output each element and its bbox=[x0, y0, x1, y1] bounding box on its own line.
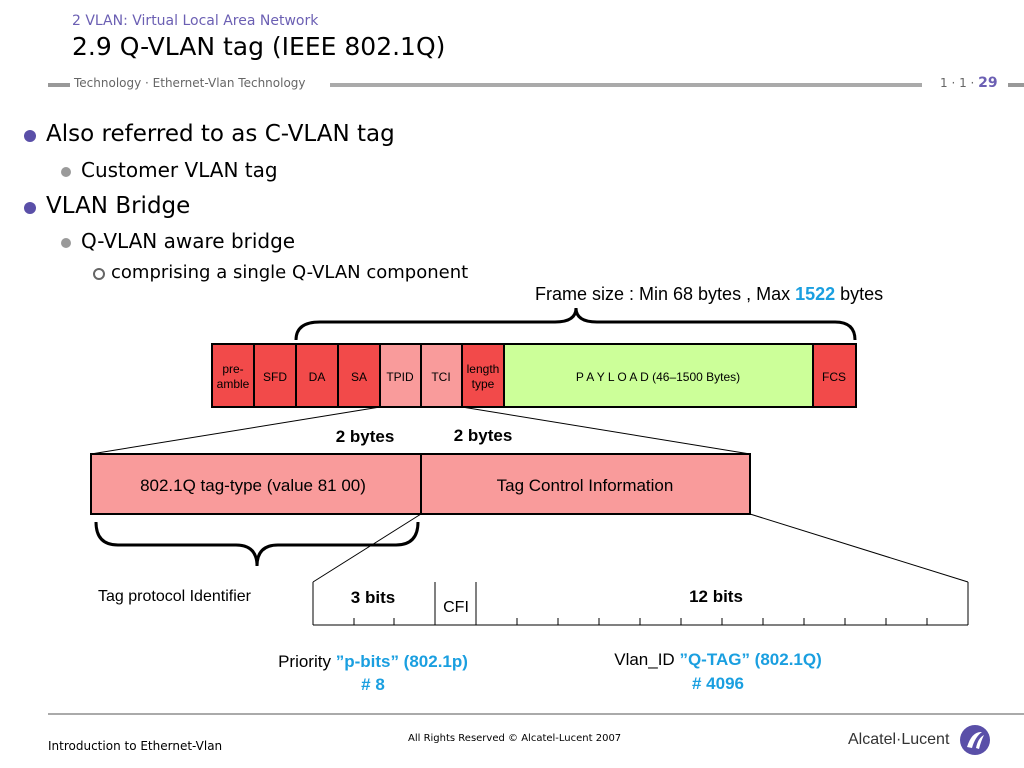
tpi-label: Tag protocol Identifier bbox=[98, 588, 252, 605]
zoom-line-left bbox=[90, 406, 381, 455]
page-number-value: 29 bbox=[978, 75, 998, 91]
length-type-label-1: length bbox=[467, 362, 500, 376]
page-title: 2.9 Q-VLAN tag (IEEE 802.1Q) bbox=[72, 32, 446, 61]
tci-zoom-line-right bbox=[749, 513, 969, 583]
page-number: 1 · 1 · 29 bbox=[940, 75, 998, 91]
footer-copyright: All Rights Reserved © Alcatel-Lucent 200… bbox=[408, 733, 622, 744]
cfi-label: CFI bbox=[443, 599, 469, 616]
bullet-1: Also referred to as C-VLAN tag bbox=[46, 121, 395, 147]
vlan-bits-label: 12 bits bbox=[689, 587, 743, 606]
bullet-2: VLAN Bridge bbox=[46, 193, 191, 219]
breadcrumb: Technology · Ethernet-Vlan Technology bbox=[74, 76, 306, 90]
vlan-count: # 4096 bbox=[692, 674, 744, 693]
priority-bits-label: 3 bits bbox=[351, 588, 395, 607]
footer-rule bbox=[48, 713, 1024, 715]
bytes-label-left: 2 bytes bbox=[336, 427, 395, 446]
sfd-label: SFD bbox=[263, 370, 287, 384]
vlan-prefix: Vlan_ID bbox=[614, 650, 679, 669]
tci-label: TCI bbox=[431, 370, 450, 384]
header-rule-left bbox=[48, 83, 70, 87]
section-title: 2 VLAN: Virtual Local Area Network bbox=[72, 13, 319, 29]
header-rule-right bbox=[1008, 83, 1024, 87]
priority-caption: Priority ”p-bits” (802.1p) bbox=[278, 652, 468, 671]
fcs-label: FCS bbox=[822, 370, 846, 384]
field-fcs bbox=[812, 343, 857, 408]
tag-type-box bbox=[90, 453, 422, 515]
zoom-line-right bbox=[461, 406, 751, 455]
bytes-label-right: 2 bytes bbox=[454, 426, 513, 445]
da-label: DA bbox=[309, 370, 326, 384]
length-type-label-2: type bbox=[472, 377, 495, 391]
frame-size-caption: Frame size : Min 68 bytes , Max 1522 byt… bbox=[535, 284, 883, 304]
bullet-dot bbox=[61, 238, 71, 248]
frame-size-max: 1522 bbox=[795, 284, 835, 304]
company-logo-text: Alcatel·Lucent bbox=[848, 731, 950, 748]
sa-label: SA bbox=[351, 370, 367, 384]
bullet-1-1: Customer VLAN tag bbox=[81, 158, 278, 182]
tci-bit-ruler bbox=[312, 582, 969, 626]
tci-box-label: Tag Control Information bbox=[497, 476, 674, 495]
payload-label: P A Y L O A D (46–1500 Bytes) bbox=[576, 370, 740, 384]
tci-box bbox=[420, 453, 751, 515]
field-sfd bbox=[253, 343, 297, 408]
bullet-2-1-1: comprising a single Q-VLAN component bbox=[111, 262, 469, 283]
frame-brace bbox=[294, 307, 857, 341]
tpid-label: TPID bbox=[386, 370, 414, 384]
priority-name: ”p-bits” (802.1p) bbox=[336, 652, 468, 671]
header-rule bbox=[330, 83, 922, 87]
tpi-brace bbox=[94, 521, 420, 567]
frame-size-prefix: Frame size : Min 68 bytes , Max bbox=[535, 284, 795, 304]
page-prefix: 1 · 1 · bbox=[940, 76, 979, 90]
footer-course-title: Introduction to Ethernet-Vlan bbox=[48, 739, 223, 753]
field-da bbox=[295, 343, 339, 408]
frame-size-suffix: bytes bbox=[835, 284, 883, 304]
tci-zoom-line-left bbox=[312, 513, 422, 583]
field-sa bbox=[337, 343, 381, 408]
field-length-type bbox=[461, 343, 505, 408]
bullet-dot bbox=[24, 130, 36, 142]
preamble-label-1: pre- bbox=[222, 362, 243, 376]
bullet-dot bbox=[61, 167, 71, 177]
vlan-id-caption: Vlan_ID ”Q-TAG” (802.1Q) bbox=[614, 650, 822, 669]
priority-prefix: Priority bbox=[278, 652, 336, 671]
vlan-name: ”Q-TAG” (802.1Q) bbox=[679, 650, 821, 669]
tag-type-label: 802.1Q tag-type (value 81 00) bbox=[140, 476, 366, 495]
bullet-ring bbox=[93, 268, 105, 280]
bullet-dot bbox=[24, 202, 36, 214]
alcatel-lucent-logo-icon bbox=[960, 725, 990, 755]
bullet-2-1: Q-VLAN aware bridge bbox=[81, 229, 296, 253]
preamble-label-2: amble bbox=[217, 377, 250, 391]
field-payload bbox=[503, 343, 814, 408]
priority-count: # 8 bbox=[361, 675, 385, 694]
